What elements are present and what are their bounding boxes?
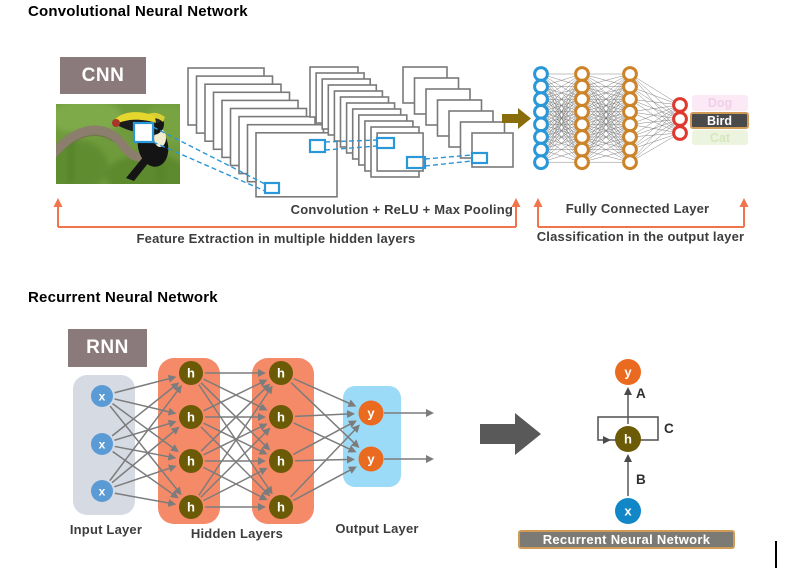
svg-text:h: h — [277, 366, 285, 381]
pooling-label: Convolution + ReLU + Max Pooling — [290, 202, 513, 217]
svg-text:h: h — [187, 410, 195, 425]
output-class-dog: Dog — [692, 95, 748, 111]
svg-text:h: h — [624, 432, 632, 447]
rnn-section-title: Recurrent Neural Network — [28, 289, 218, 306]
hidden-layers-label: Hidden Layers — [190, 526, 284, 541]
svg-text:h: h — [187, 366, 195, 381]
svg-text:x: x — [99, 389, 106, 403]
svg-text:y: y — [367, 406, 375, 421]
input-layer-label: Input Layer — [69, 522, 143, 537]
svg-text:y: y — [624, 365, 632, 380]
rnn-compact: y h x A B C — [597, 359, 674, 524]
conv-stack-1 — [187, 67, 338, 198]
fc-network — [533, 66, 688, 171]
classification-label: Classification in the output layer — [536, 229, 745, 244]
rnn-caption-badge: Recurrent Neural Network — [518, 530, 735, 549]
output-layer-label: Output Layer — [335, 521, 419, 536]
svg-text:x: x — [99, 437, 106, 451]
cnn-section-title: Convolutional Neural Network — [28, 3, 248, 20]
cnn-badge: CNN — [60, 57, 146, 94]
rnn-block-arrow — [480, 413, 541, 455]
output-class-bird-selected: Bird — [690, 112, 749, 129]
conv-patch-links — [132, 121, 489, 195]
feature-extraction-bracket — [53, 198, 521, 228]
svg-text:h: h — [187, 454, 195, 469]
text-cursor — [775, 541, 777, 568]
branch — [56, 125, 143, 162]
svg-text:B: B — [636, 472, 646, 487]
svg-text:h: h — [277, 454, 285, 469]
output-class-cat: Cat — [692, 130, 748, 145]
fully-connected-label: Fully Connected Layer — [565, 201, 710, 216]
svg-text:C: C — [664, 421, 674, 436]
cnn-block-arrow — [502, 108, 531, 129]
svg-text:x: x — [99, 484, 106, 498]
rnn-network: x x x h h h h h h h h y y — [73, 358, 434, 524]
classification-bracket — [533, 198, 749, 228]
svg-text:A: A — [636, 386, 646, 401]
svg-text:h: h — [277, 500, 285, 515]
rnn-badge: RNN — [68, 329, 147, 367]
svg-text:y: y — [367, 452, 375, 467]
svg-text:x: x — [624, 504, 632, 519]
feature-extraction-label: Feature Extraction in multiple hidden la… — [136, 231, 416, 246]
svg-text:h: h — [277, 410, 285, 425]
svg-text:h: h — [187, 500, 195, 515]
